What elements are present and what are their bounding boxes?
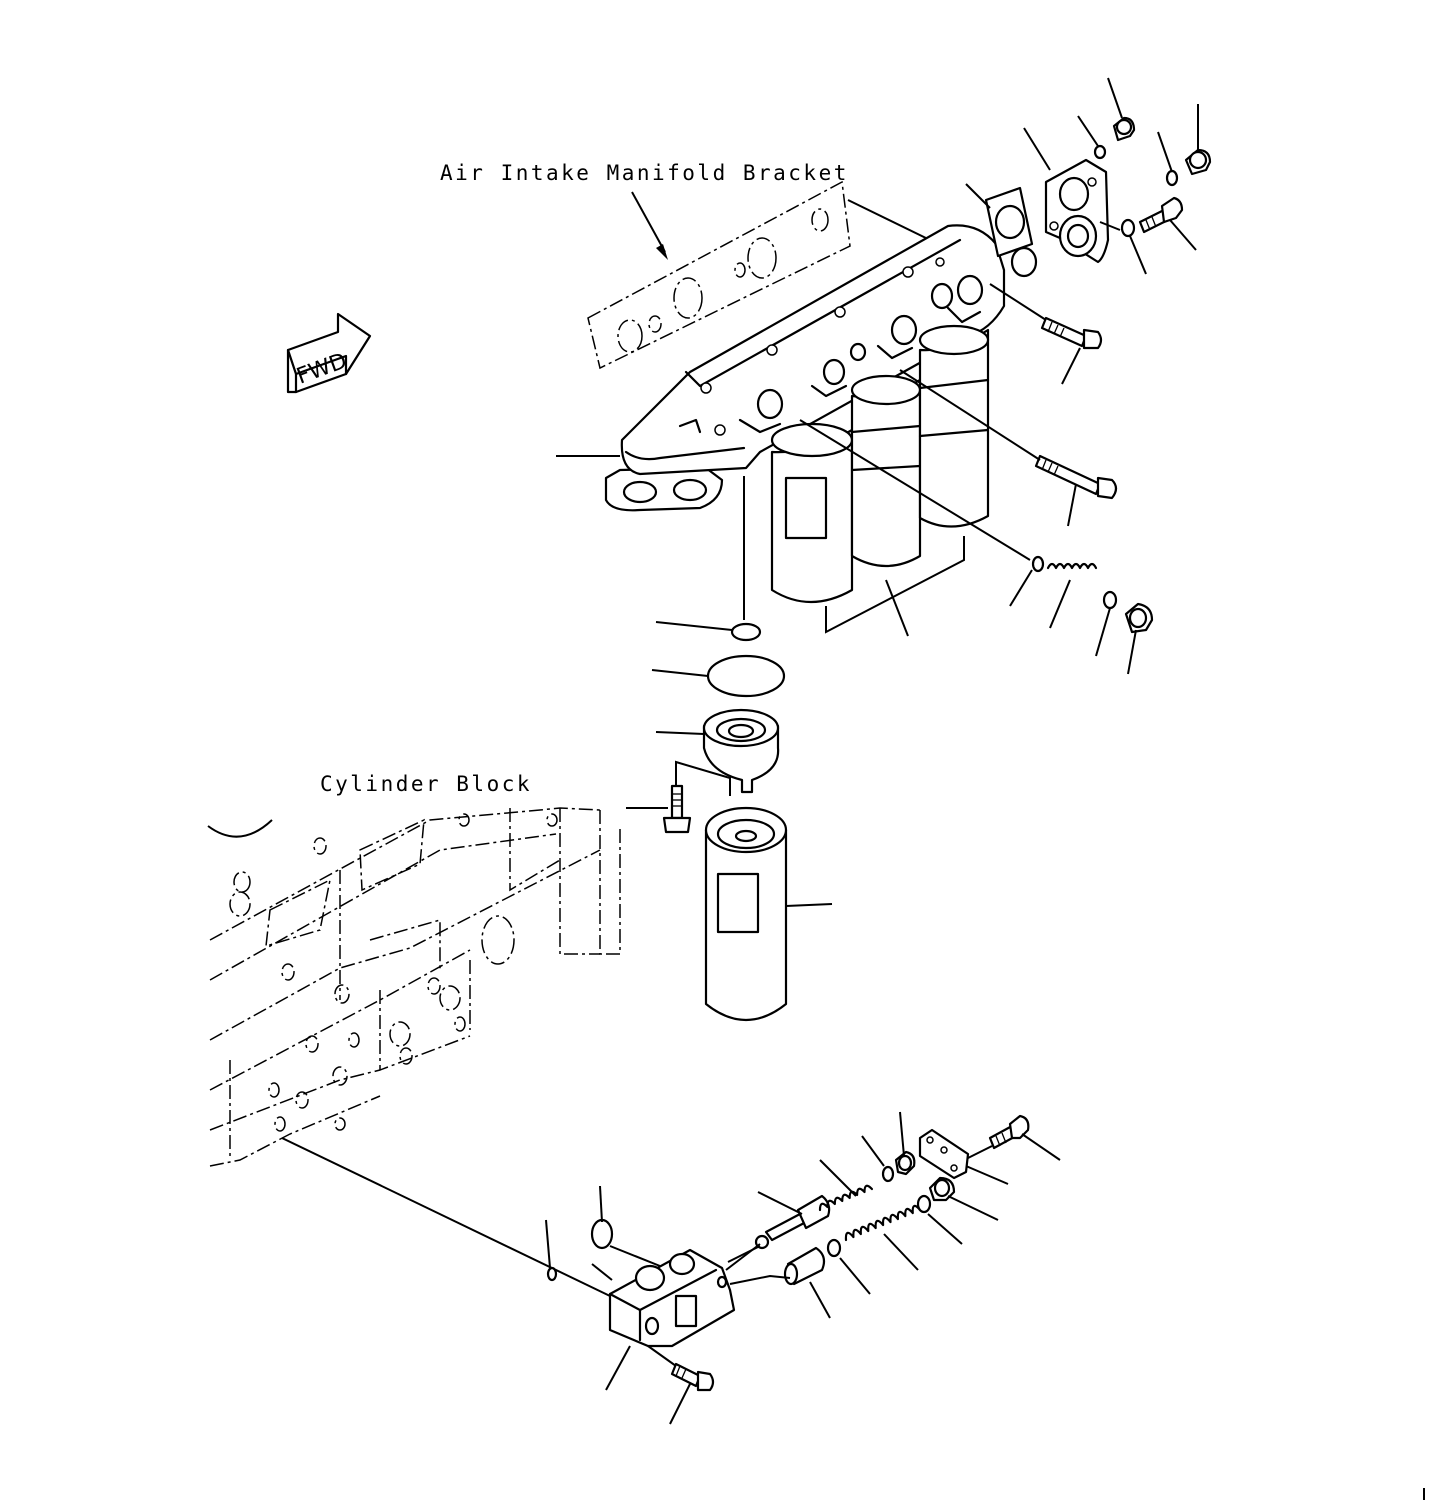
lower-o-ring-leader	[927, 1213, 963, 1245]
long-bolt-1-guide	[989, 283, 1047, 321]
lower-spring-leader	[883, 1233, 919, 1271]
cover-bolt-guide	[1099, 221, 1121, 231]
filter-head-manifold	[604, 224, 1006, 512]
small-o-ring	[546, 1266, 558, 1282]
filter-adapter	[702, 708, 780, 794]
spin-on-filter	[704, 806, 788, 1022]
top-plug-1	[1112, 116, 1136, 142]
valve-block	[608, 1248, 736, 1348]
cover-bolt-leader	[1169, 219, 1197, 251]
cover-bolt-washer	[1120, 218, 1136, 238]
block-seal-guide	[609, 1245, 661, 1267]
valve-block-bolt	[670, 1362, 715, 1392]
upper-o-ring-leader	[861, 1135, 885, 1167]
upper-spring-leader	[819, 1159, 857, 1197]
valve-sleeve	[783, 1246, 826, 1286]
relief-valve-guide	[799, 419, 1031, 561]
sleeve-guide	[729, 1274, 791, 1285]
small-seal	[730, 622, 762, 642]
cover-washer-leader	[1129, 235, 1147, 275]
block-seal-leader	[599, 1185, 603, 1223]
gasket-leader	[965, 183, 991, 209]
valve-block-leader	[605, 1345, 631, 1391]
lower-o-ring	[916, 1194, 932, 1214]
top-washer-1	[1093, 144, 1107, 160]
upper-plug	[894, 1150, 916, 1176]
small-seal-leader	[655, 621, 733, 631]
piston-leader	[757, 1191, 803, 1215]
cover-bolt	[1138, 196, 1184, 234]
cylinder-block-outline	[207, 807, 621, 1167]
spin-on-filter-leader	[785, 903, 833, 907]
large-seal-leader	[651, 669, 709, 677]
block-guide-line	[281, 1137, 611, 1297]
block-to-piston-guide	[727, 1245, 761, 1263]
long-bolt-2	[1034, 454, 1118, 500]
long-bolt-2-leader	[1067, 483, 1077, 527]
ball-leader	[1009, 569, 1033, 607]
cover-bolt-guide-lower	[967, 1145, 993, 1159]
valve-o-ring	[826, 1238, 842, 1258]
mounted-filter-2	[850, 374, 922, 567]
bracket-leader	[631, 191, 666, 253]
adapter-leader	[655, 731, 705, 735]
air-intake-bracket-plate	[587, 180, 851, 370]
plug-1-leader	[1107, 77, 1123, 119]
top-washer-2	[1165, 169, 1179, 187]
upper-spring	[818, 1184, 874, 1212]
cover-o-ring	[1010, 246, 1038, 278]
cover-bolt-leader-lower	[1021, 1133, 1061, 1161]
relief-spring	[1046, 562, 1098, 570]
long-bolt-1-leader	[1061, 347, 1081, 385]
cover-gasket	[984, 186, 1034, 258]
o-ring-leader	[1095, 607, 1111, 657]
block-seal-guide-2	[591, 1263, 613, 1281]
fwd-arrow-icon: FWD	[286, 312, 372, 394]
adapter-bolt	[662, 784, 692, 834]
block-seal	[590, 1218, 614, 1250]
small-o-ring-leader	[545, 1219, 551, 1269]
valve-piston	[754, 1194, 831, 1250]
adapter-bolt-bracket	[675, 760, 731, 796]
relief-ball	[1031, 555, 1045, 573]
air-intake-manifold-bracket-label: Air Intake Manifold Bracket	[440, 161, 849, 185]
long-bolt-2-guide	[899, 369, 1041, 461]
top-plug-2	[1184, 148, 1212, 176]
bracket-leader-arrowhead	[656, 244, 668, 260]
filter-group-leader	[885, 579, 909, 637]
valve-o-ring-leader	[839, 1257, 871, 1295]
block-bolt-leader	[669, 1383, 691, 1425]
bracket-guide-line	[847, 199, 931, 241]
valve-cover-plate	[918, 1128, 970, 1180]
long-bolt-1	[1040, 316, 1103, 350]
relief-plug	[1124, 602, 1154, 634]
lower-spring	[844, 1204, 922, 1242]
cylinder-block-label: Cylinder Block	[320, 772, 532, 796]
sleeve-leader	[809, 1281, 831, 1319]
relief-o-ring	[1102, 590, 1118, 610]
cover-leader	[1023, 127, 1051, 171]
washer-2-leader	[1157, 131, 1173, 173]
large-seal-ring	[706, 654, 786, 698]
lower-plug-leader	[947, 1195, 999, 1221]
plug-leader	[1127, 629, 1137, 675]
mounted-filter-3	[918, 324, 990, 528]
spring-leader	[1049, 579, 1071, 629]
lower-plug	[928, 1176, 956, 1202]
mounted-filter-1	[770, 422, 854, 604]
washer-1-leader	[1077, 115, 1099, 147]
upper-plug-leader	[899, 1111, 905, 1157]
filter-group-bracket	[825, 536, 965, 634]
bolt-guide	[647, 1345, 677, 1367]
valve-cover-bolt	[988, 1114, 1030, 1150]
cover-plate-leader	[965, 1165, 1009, 1185]
filter-head-cover	[1044, 158, 1110, 264]
upper-o-ring	[881, 1165, 895, 1183]
